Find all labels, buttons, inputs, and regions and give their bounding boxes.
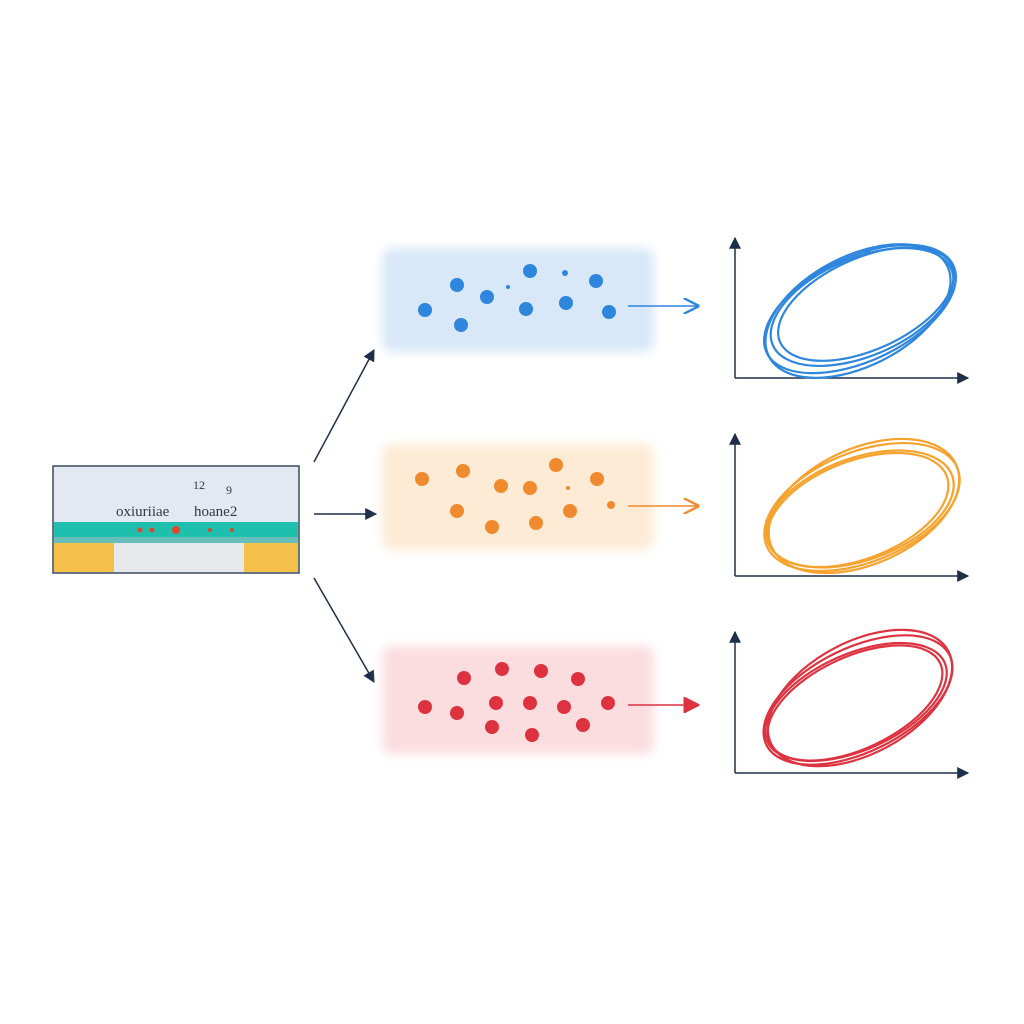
source-label-top-b: 9	[226, 483, 232, 497]
cluster-dot	[480, 290, 494, 304]
cluster-dot	[418, 303, 432, 317]
cluster-dot	[534, 664, 548, 678]
cluster-dot	[566, 486, 570, 490]
cluster-dot	[489, 696, 503, 710]
cluster-dot	[523, 481, 537, 495]
orange-loop-curve	[763, 437, 961, 575]
cluster-dot	[557, 700, 571, 714]
source-label-right: hoane2	[194, 504, 237, 520]
cluster-dot	[525, 728, 539, 742]
cluster-dot	[454, 318, 468, 332]
cluster-dot	[523, 264, 537, 278]
cluster-dot	[607, 501, 615, 509]
cluster-dot	[602, 305, 616, 319]
cluster-dot	[494, 479, 508, 493]
cluster-dot	[589, 274, 603, 288]
source-label-left: oxiuriiae	[116, 504, 170, 520]
cluster-dot	[415, 472, 429, 486]
cluster-dot	[601, 696, 615, 710]
cluster-dot	[456, 464, 470, 478]
cluster-dot	[418, 700, 432, 714]
cluster-dot	[571, 672, 585, 686]
cluster-dot	[590, 472, 604, 486]
cluster-dot	[529, 516, 543, 530]
cluster-dot	[495, 662, 509, 676]
source-teal-shadow	[54, 537, 298, 543]
cluster-dot	[450, 278, 464, 292]
orange-plot	[729, 432, 970, 582]
source-panel: oxiuriiae hoane2 12 9	[52, 465, 300, 574]
cluster-dot	[562, 270, 568, 276]
source-amber-left	[54, 543, 114, 572]
source-marker-dot	[208, 528, 212, 532]
cluster-dot	[450, 706, 464, 720]
orange-cluster-box	[382, 444, 654, 550]
cluster-dot	[519, 302, 533, 316]
red-dot-cluster	[418, 662, 615, 742]
source-label-top-a: 12	[193, 478, 205, 492]
cluster-dot	[506, 285, 510, 289]
source-marker-dot	[230, 528, 234, 532]
source-marker-dot	[137, 527, 143, 533]
source-marker-dot	[149, 527, 155, 533]
cluster-dot	[563, 504, 577, 518]
cluster-dot	[523, 696, 537, 710]
blue-plot	[729, 236, 970, 384]
cluster-dot	[576, 718, 590, 732]
orange-row	[382, 432, 970, 582]
cluster-dot	[559, 296, 573, 310]
cluster-dot	[485, 520, 499, 534]
blue-loop-marker	[864, 248, 870, 254]
cluster-dot	[450, 504, 464, 518]
blue-loop-curve	[762, 243, 958, 379]
red-row	[382, 628, 970, 779]
source-marker-dot	[172, 526, 180, 534]
branch-arrows	[313, 348, 378, 684]
blue-row	[382, 236, 970, 384]
arrow-to-red	[313, 577, 375, 684]
orange-dot-cluster	[415, 458, 615, 534]
blue-cluster-box	[382, 248, 654, 352]
red-plot	[729, 628, 970, 779]
cluster-dot	[549, 458, 563, 472]
cluster-dot	[457, 671, 471, 685]
cluster-dot	[485, 720, 499, 734]
source-amber-right	[244, 543, 298, 572]
arrow-to-blue	[313, 348, 375, 463]
blue-dot-cluster	[418, 264, 616, 332]
source-center-slot	[114, 543, 244, 572]
red-loop-curve	[762, 628, 954, 768]
